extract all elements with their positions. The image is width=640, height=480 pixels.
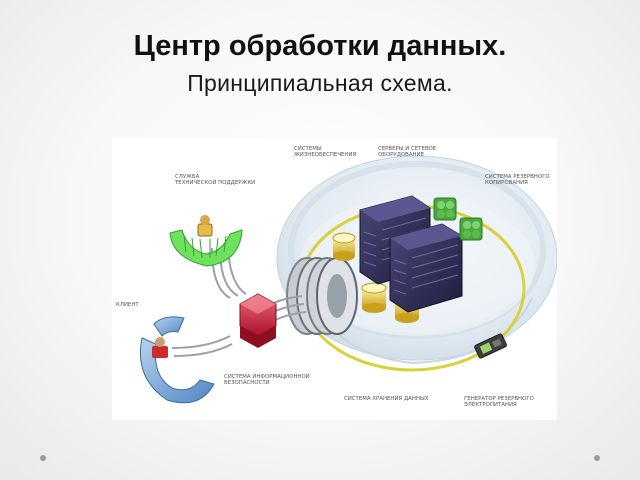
- label-client: КЛИЕНТ: [116, 302, 139, 308]
- nav-dot-right: [594, 455, 600, 461]
- label-backup-copy: СИСТЕМА РЕЗЕРВНОГО КОПИРОВАНИЯ: [485, 174, 550, 187]
- generator: [474, 333, 507, 359]
- label-support: СЛУЖБА ТЕХНИЧЕСКОЙ ПОДДЕРЖКИ: [175, 174, 256, 187]
- label-storage: СИСТЕМА ХРАНЕНИЯ ДАННЫХ: [344, 396, 429, 402]
- datacenter-illustration: [139, 155, 557, 404]
- support-unit: [169, 215, 243, 267]
- label-security: СИСТЕМА ИНФОРМАЦИОННОЙ БЕЗОПАСНОСТИ: [224, 374, 310, 387]
- client-unit: [139, 316, 215, 404]
- security-unit: [239, 293, 277, 348]
- backup-units: [433, 197, 483, 241]
- connector-coils: [286, 257, 358, 335]
- label-life-support: СИСТЕМЫ ЖИЗНЕОБЕСПЕЧЕНИЯ: [294, 146, 357, 159]
- nav-dot-left: [40, 455, 46, 461]
- datacenter-diagram: СЛУЖБА ТЕХНИЧЕСКОЙ ПОДДЕРЖКИ СИСТЕМЫ ЖИЗ…: [112, 138, 557, 420]
- server-racks: [359, 195, 463, 313]
- label-servers: СЕРВЕРЫ И СЕТЕВОЕ ОБОРУДОВАНИЕ: [378, 146, 437, 159]
- label-generator: ГЕНЕРАТОР РЕЗЕРВНОГО ЭЛЕКТРОПИТАНИЯ: [464, 396, 534, 409]
- slide-title: Центр обработки данных.: [133, 30, 507, 62]
- slide-subtitle: Принципиальная схема.: [187, 70, 453, 96]
